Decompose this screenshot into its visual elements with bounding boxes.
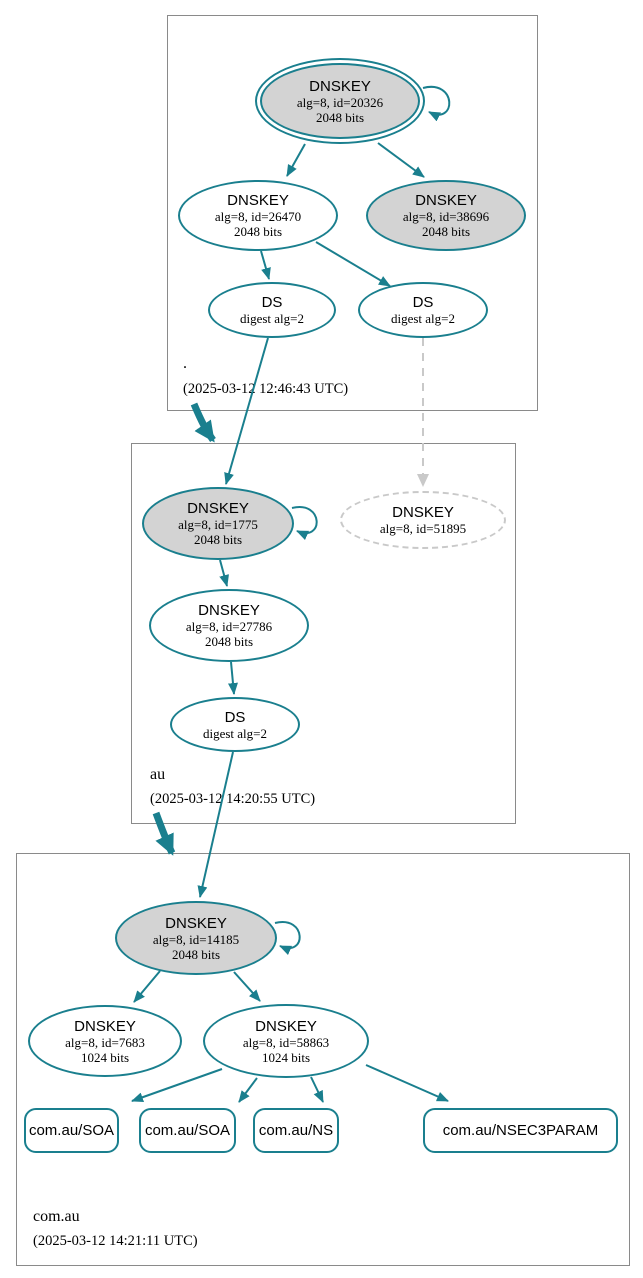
dnskey-node-7683[interactable]: DNSKEY alg=8, id=7683 1024 bits — [28, 1005, 182, 1077]
rrset-node-com-au-soa-2[interactable]: com.au/SOA — [139, 1108, 236, 1153]
node-title: DNSKEY — [74, 1017, 136, 1035]
zone-box-root — [167, 15, 538, 411]
dnskey-node-38696[interactable]: DNSKEY alg=8, id=38696 2048 bits — [366, 180, 526, 251]
zone-timestamp-au: (2025-03-12 14:20:55 UTC) — [150, 791, 316, 807]
node-title: DS — [224, 708, 246, 726]
ds-node-root-2[interactable]: DS digest alg=2 — [358, 282, 488, 338]
node-title: DNSKEY — [392, 504, 454, 521]
node-title: DS — [412, 294, 434, 311]
dnskey-node-20326-inner: DNSKEY alg=8, id=20326 2048 bits — [260, 63, 420, 139]
dnskey-node-1775-ksk[interactable]: DNSKEY alg=8, id=1775 2048 bits — [142, 487, 294, 560]
node-alg-id: alg=8, id=38696 — [402, 209, 490, 224]
dnskey-node-51895-missing[interactable]: DNSKEY alg=8, id=51895 — [340, 491, 506, 549]
node-bits: 2048 bits — [421, 224, 471, 239]
node-bits: 2048 bits — [204, 634, 254, 649]
node-digest: digest alg=2 — [202, 725, 268, 741]
zone-box-au — [131, 443, 516, 824]
node-bits: 1024 bits — [80, 1049, 130, 1065]
zone-label-com-au: com.au — [33, 1208, 80, 1225]
node-title: DNSKEY — [187, 500, 249, 517]
node-bits: 2048 bits — [233, 224, 283, 239]
node-bits: 2048 bits — [193, 532, 243, 547]
dnskey-node-14185-ksk[interactable]: DNSKEY alg=8, id=14185 2048 bits — [115, 901, 277, 975]
node-title: DNSKEY — [198, 602, 260, 619]
node-bits: 1024 bits — [261, 1049, 311, 1065]
node-alg-id: alg=8, id=20326 — [296, 94, 384, 110]
zone-timestamp-com-au: (2025-03-12 14:21:11 UTC) — [33, 1233, 198, 1249]
dnskey-node-26470[interactable]: DNSKEY alg=8, id=26470 2048 bits — [178, 180, 338, 251]
zone-label-root: . — [183, 355, 187, 372]
node-bits: 2048 bits — [171, 946, 221, 962]
dnskey-node-58863[interactable]: DNSKEY alg=8, id=58863 1024 bits — [203, 1004, 369, 1078]
node-alg-id: alg=8, id=58863 — [242, 1034, 330, 1050]
dnskey-node-20326-ksk[interactable]: DNSKEY alg=8, id=20326 2048 bits — [255, 58, 425, 144]
rrset-node-com-au-ns[interactable]: com.au/NS — [253, 1108, 339, 1153]
zone-box-com-au — [16, 853, 630, 1266]
node-title: DNSKEY — [309, 77, 371, 95]
dnskey-node-27786[interactable]: DNSKEY alg=8, id=27786 2048 bits — [149, 589, 309, 662]
ds-node-root-1[interactable]: DS digest alg=2 — [208, 282, 336, 338]
node-title: DNSKEY — [227, 192, 289, 209]
node-bits: 2048 bits — [315, 109, 365, 125]
rrset-node-com-au-soa-1[interactable]: com.au/SOA — [24, 1108, 119, 1153]
node-title: DS — [261, 294, 283, 311]
node-alg-id: alg=8, id=51895 — [379, 521, 467, 536]
node-alg-id: alg=8, id=27786 — [185, 619, 273, 634]
node-title: DNSKEY — [255, 1017, 317, 1035]
zone-label-au: au — [150, 766, 166, 783]
node-alg-id: alg=8, id=26470 — [214, 209, 302, 224]
node-digest: digest alg=2 — [239, 311, 305, 326]
ds-node-au[interactable]: DS digest alg=2 — [170, 697, 300, 752]
node-alg-id: alg=8, id=7683 — [65, 1034, 145, 1050]
node-digest: digest alg=2 — [390, 311, 456, 326]
zone-timestamp-root: (2025-03-12 12:46:43 UTC) — [183, 381, 349, 397]
node-alg-id: alg=8, id=1775 — [178, 517, 258, 532]
node-title: DNSKEY — [165, 914, 227, 932]
rrset-node-com-au-nsec3param[interactable]: com.au/NSEC3PARAM — [423, 1108, 618, 1153]
node-alg-id: alg=8, id=14185 — [152, 931, 240, 947]
node-title: DNSKEY — [415, 192, 477, 209]
